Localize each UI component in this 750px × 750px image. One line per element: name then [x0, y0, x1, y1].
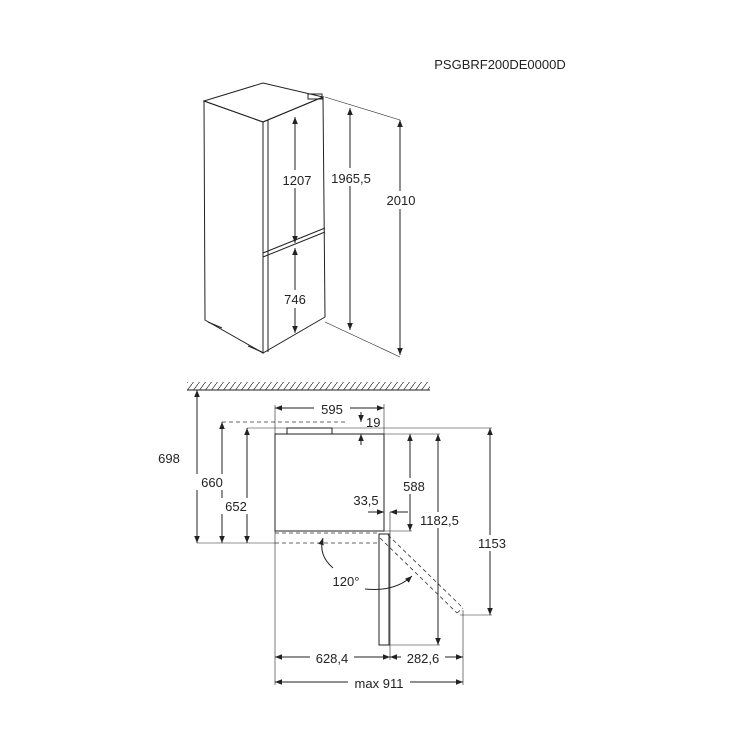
dim-total-height: 2010 — [387, 193, 416, 208]
dim-inner-depth: 588 — [403, 479, 425, 494]
dim-max-width: max 911 — [355, 676, 404, 691]
dim-body-height: 1965,5 — [331, 171, 371, 186]
dim-freezer-door-height: 746 — [284, 292, 306, 307]
dim-depth-652: 652 — [225, 499, 247, 514]
wall-hatch — [187, 382, 430, 390]
dim-width-door-open: 628,4 — [316, 651, 349, 666]
dim-door-angle: 120° — [333, 574, 360, 589]
dim-door-swing-width: 282,6 — [407, 651, 440, 666]
dim-depth-door-open: 1182,5 — [420, 513, 459, 528]
dim-width: 595 — [321, 402, 343, 417]
dim-fridge-door-height: 1207 — [283, 173, 312, 188]
dim-depth-wall: 698 — [158, 451, 180, 466]
dim-door-offset: 33,5 — [353, 493, 378, 508]
dim-top-gap: 19 — [366, 415, 380, 430]
dim-depth-660: 660 — [201, 475, 223, 490]
fridge-perspective — [202, 82, 403, 358]
model-code: PSGBRF200DE0000D — [434, 57, 566, 72]
dim-depth-door-120: 1153 — [478, 536, 506, 551]
fridge-top-view — [187, 382, 493, 685]
